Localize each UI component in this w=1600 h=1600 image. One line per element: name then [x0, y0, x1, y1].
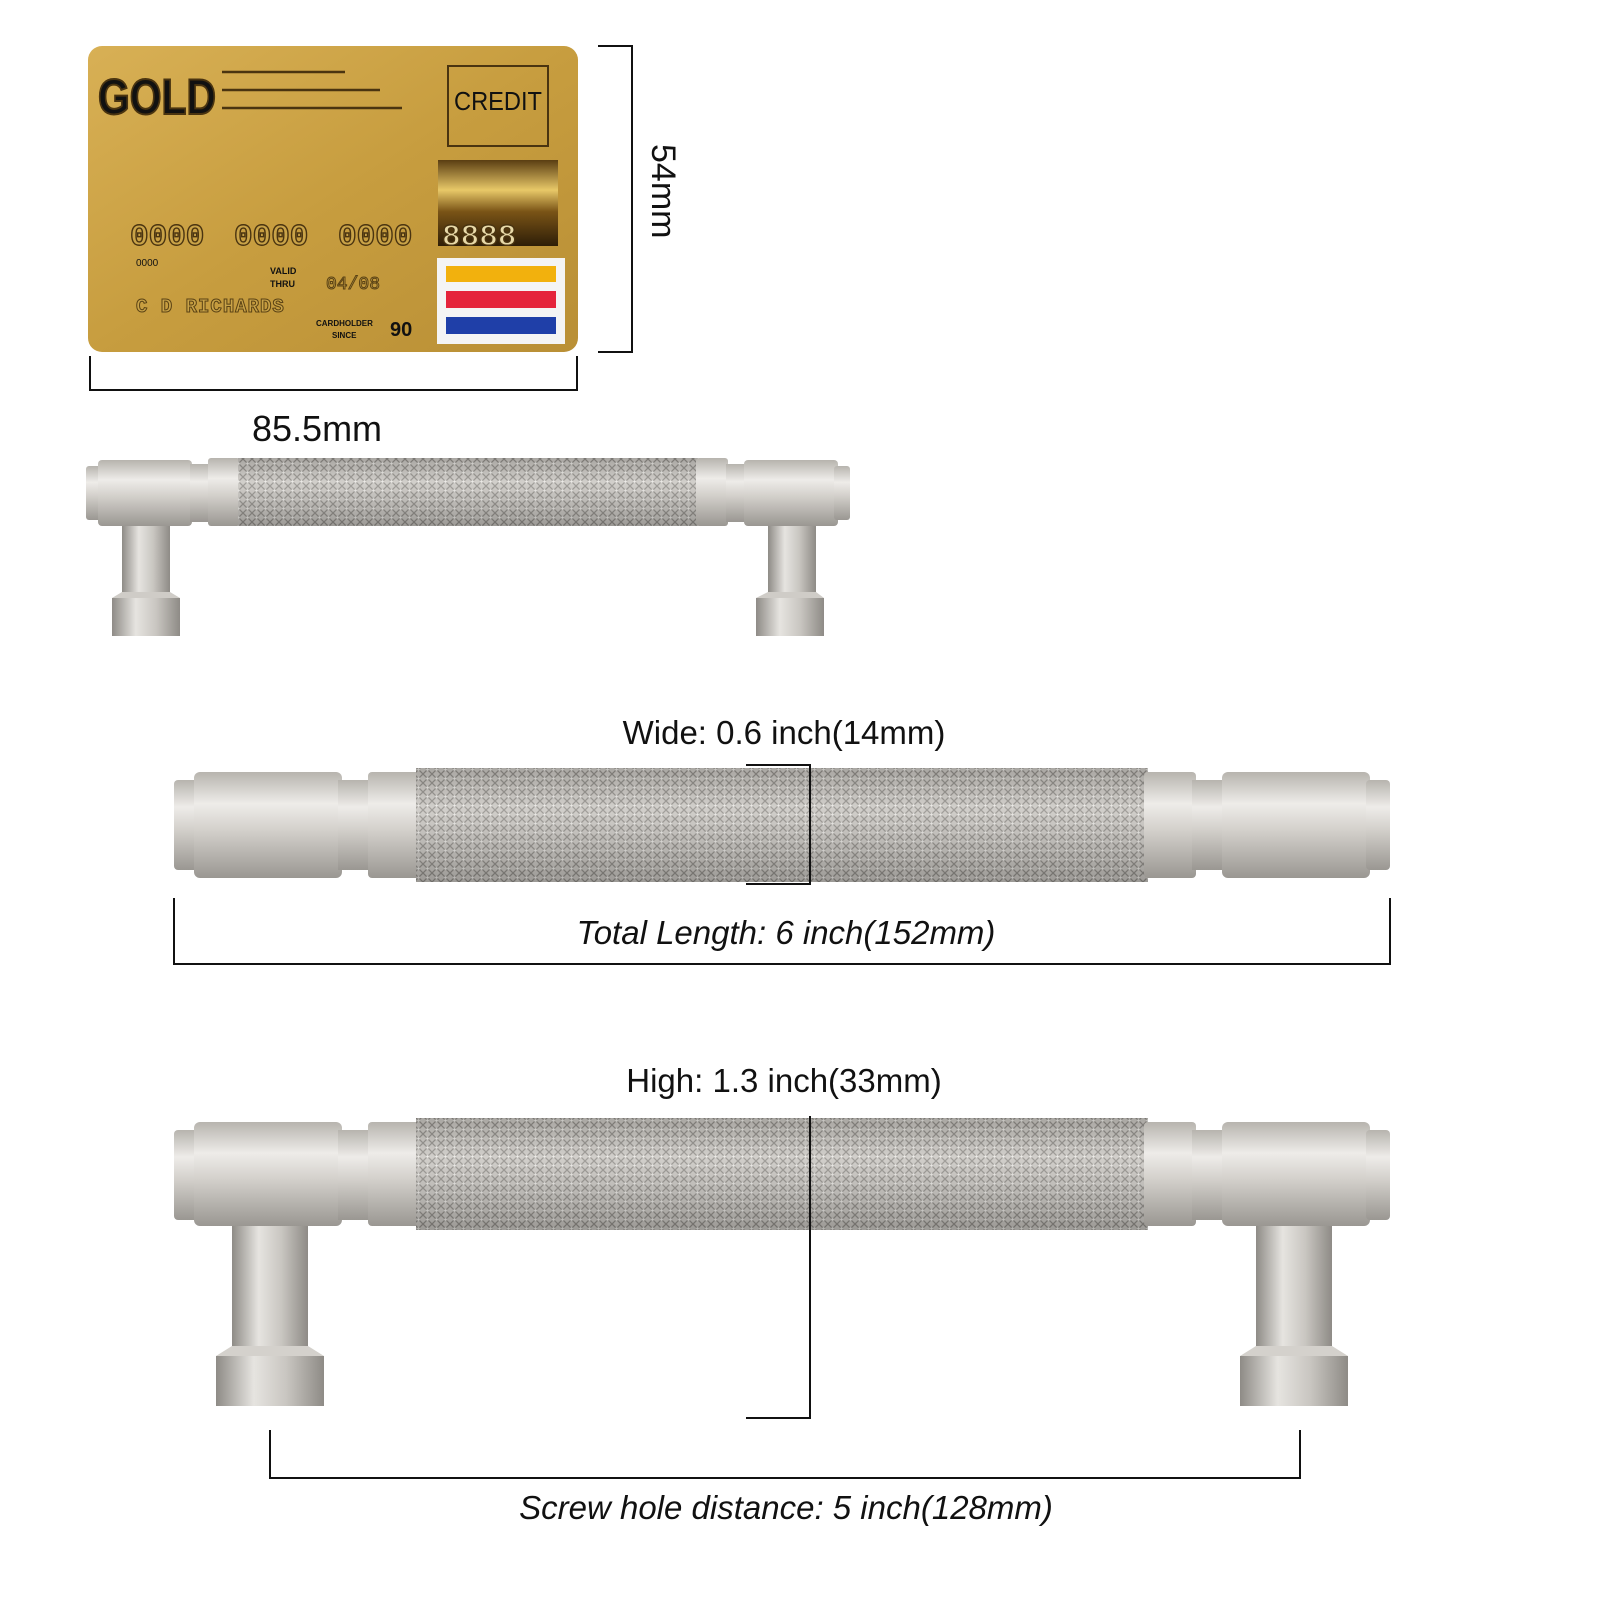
credit-card: GOLD CREDIT 0000 0000 0000 8888 0000 VAL…	[88, 46, 578, 352]
total-length-label: Total Length: 6 inch(152mm)	[577, 914, 996, 951]
card-number: 0000 0000 0000 8888	[129, 219, 517, 255]
card-small-number: 0000	[136, 258, 159, 269]
card-height-label: 54mm	[644, 144, 682, 238]
handle-side-view	[174, 1118, 1390, 1406]
valid-thru-label-1: VALID	[270, 266, 297, 276]
card-expiry: 04/08	[326, 275, 380, 295]
card-hologram	[438, 160, 558, 246]
card-type-label: CREDIT	[454, 86, 542, 116]
card-holder-name: C D RICHARDS	[136, 296, 285, 318]
wide-label: Wide: 0.6 inch(14mm)	[623, 714, 946, 751]
cardholder-since-year: 90	[390, 319, 412, 341]
card-brand: GOLD	[98, 69, 216, 125]
high-dimension: High: 1.3 inch(33mm)	[626, 1062, 942, 1419]
valid-thru-label-2: THRU	[270, 279, 295, 289]
card-brand-lines	[222, 70, 402, 110]
total-length-dimension: Total Length: 6 inch(152mm)	[173, 898, 1391, 965]
credit-box	[447, 65, 549, 147]
high-label: High: 1.3 inch(33mm)	[626, 1062, 941, 1099]
card-width-label: 85.5mm	[252, 408, 382, 449]
card-height-dimension: 54mm	[598, 45, 682, 353]
card-number-group: 8888	[442, 220, 516, 255]
card-width-dimension: 85.5mm	[89, 356, 578, 449]
handle-small	[86, 458, 850, 636]
handle-top-view	[174, 768, 1390, 882]
screw-hole-dimension: Screw hole distance: 5 inch(128mm)	[269, 1430, 1301, 1526]
cardholder-since-label-1: CARDHOLDER	[316, 319, 373, 328]
card-number-group: 0000	[130, 220, 204, 255]
screw-hole-label: Screw hole distance: 5 inch(128mm)	[519, 1489, 1053, 1526]
card-logo-flag	[437, 258, 565, 344]
card-number-group: 0000	[338, 220, 412, 255]
card-number-group: 0000	[234, 220, 308, 255]
cardholder-since-label-2: SINCE	[332, 331, 357, 340]
wide-dimension: Wide: 0.6 inch(14mm)	[623, 714, 946, 885]
